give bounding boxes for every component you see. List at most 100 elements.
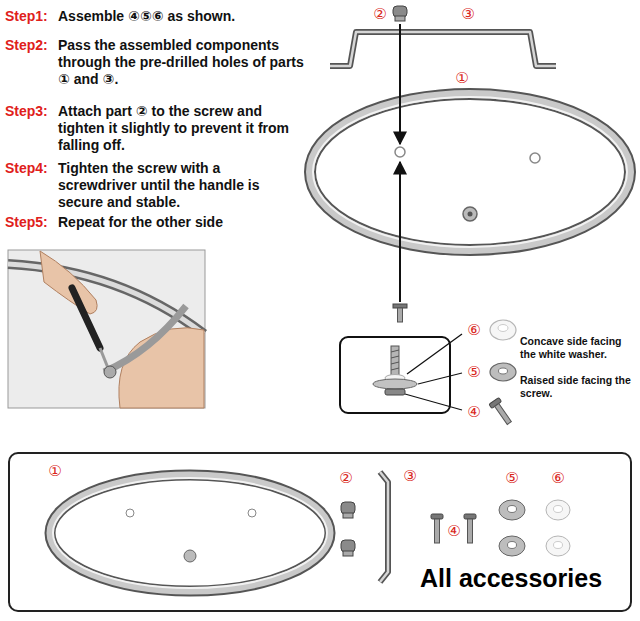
leader-line: [405, 334, 462, 410]
accessory-metal-washer: [499, 500, 525, 520]
lid-hole: [468, 212, 473, 217]
accessory-screw: [431, 514, 476, 543]
step-instruction: Attach part ② to the screw and tighten i…: [58, 103, 308, 154]
assembly-photo: [104, 366, 116, 378]
note-text: Raised side facing the screw.: [520, 374, 634, 399]
step-row: Step3:Attach part ② to the screw and tig…: [5, 103, 335, 154]
white-washer: [490, 320, 516, 340]
accessory-white-washer: [554, 506, 563, 513]
white-washer: [498, 325, 508, 332]
accessory-metal-washer: [508, 506, 517, 513]
leader-line: [418, 373, 462, 384]
screw-assembly: [391, 368, 399, 370]
callout-number: ②: [339, 471, 352, 486]
assembly-photo: [8, 250, 205, 408]
step-instruction: Pass the assembled components through th…: [58, 37, 308, 88]
assembly-photo: [8, 250, 205, 408]
accessory-white-washer: [546, 500, 570, 520]
callout-number: ⑤: [505, 471, 518, 486]
handle: [330, 32, 556, 66]
accessory-ring: [50, 475, 330, 591]
knob: [393, 6, 407, 21]
accessory-metal-washer: [499, 500, 525, 556]
knob: [393, 6, 407, 17]
accessory-handle: [380, 472, 388, 582]
accessory-knob: [343, 551, 353, 556]
assembly-arrow: [399, 24, 401, 144]
note-text: Concave side facing the white washer.: [520, 335, 634, 360]
lid-ring: [313, 97, 627, 247]
handle: [330, 32, 556, 66]
panel-title: All accessories: [420, 564, 602, 593]
metal-washer: [490, 363, 516, 381]
accessory-ring: [53, 478, 327, 588]
screw-assembly: [373, 379, 417, 389]
screw-assembly: [385, 389, 405, 395]
lid-ring: [310, 94, 630, 250]
step-instruction: Tighten the screw with a screwdriver unt…: [58, 160, 283, 211]
lid-hole: [463, 207, 477, 221]
accessory-screw: [435, 519, 440, 543]
step-instruction: Assemble ④⑤⑥ as shown.: [58, 8, 328, 25]
screw-assembly: [391, 362, 399, 364]
screw-small: [393, 304, 407, 308]
accessory-metal-washer: [499, 536, 525, 556]
assembly-arrow: [399, 162, 401, 302]
assembly-photo: [104, 306, 186, 372]
lid-hole: [395, 147, 540, 221]
callout-number: ①: [48, 464, 61, 479]
accessory-ring: [50, 475, 330, 591]
assembly-arrow: [400, 24, 401, 302]
accessory-screw: [464, 514, 476, 519]
metal-washer: [499, 368, 508, 374]
accessory-metal-washer: [508, 542, 517, 549]
callout-number: ⑤: [467, 365, 480, 380]
screw: [489, 397, 514, 426]
accessory-ring: [184, 550, 196, 562]
callout-number: ③: [403, 469, 416, 484]
accessory-knob: [343, 513, 353, 518]
accessory-screw: [468, 519, 473, 543]
callout-number: ①: [455, 71, 468, 86]
accessory-knob: [341, 540, 355, 552]
handle: [330, 32, 556, 66]
accessory-white-washer: [546, 500, 570, 556]
callout-number: ④: [467, 405, 480, 420]
screw-small: [398, 308, 403, 322]
screw-assembly: [391, 346, 399, 376]
callout-number: ④: [447, 524, 460, 539]
accessories-panel: All accessories: [8, 452, 632, 612]
callout-number: ②: [373, 7, 386, 22]
accessory-ring: [248, 509, 256, 517]
assembly-photo: [100, 348, 108, 368]
assembly-photo: [72, 288, 100, 348]
step-number: Step4:: [5, 160, 58, 177]
accessory-handle: [380, 472, 388, 582]
screw-assembly: [391, 356, 399, 358]
step-number: Step3:: [5, 103, 58, 120]
screw: [495, 404, 512, 425]
knob: [395, 16, 405, 21]
assembly-photo: [40, 251, 97, 314]
lid-ring: [310, 94, 630, 250]
step-number: Step2:: [5, 37, 58, 54]
metal-washer: [490, 363, 516, 381]
callout-number: ⑥: [551, 471, 564, 486]
screw-assembly: [373, 346, 417, 395]
callout-number: ⑥: [467, 323, 480, 338]
white-washer: [490, 320, 516, 340]
accessory-screw: [431, 514, 443, 519]
lid-hole: [530, 153, 540, 163]
step-number: Step5:: [5, 214, 58, 231]
accessory-ring: [126, 509, 134, 517]
step-instruction: Repeat for the other side: [58, 214, 308, 231]
leader-line: [407, 334, 462, 374]
step-number: Step1:: [5, 8, 58, 25]
assembly-photo: [119, 328, 204, 408]
screw: [489, 397, 514, 426]
leader-line: [405, 394, 462, 410]
accessory-white-washer: [546, 536, 570, 556]
callout-number: ③: [461, 7, 474, 22]
screw-assembly: [391, 350, 399, 352]
screw-small: [393, 304, 407, 322]
